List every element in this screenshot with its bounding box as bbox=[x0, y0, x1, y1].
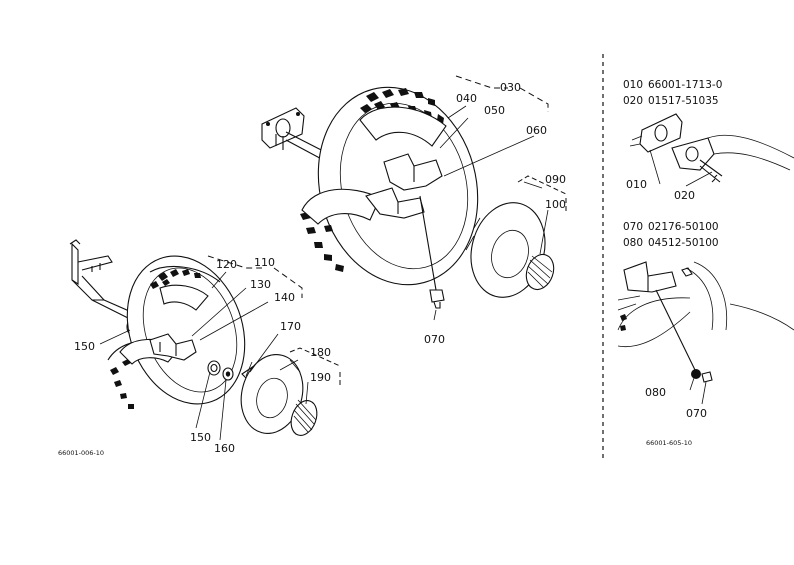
parts-ref-070: 070 bbox=[623, 221, 643, 233]
leader-lines bbox=[99, 105, 713, 441]
callout-150-right: 150 bbox=[190, 431, 211, 444]
callout-160: 160 bbox=[214, 442, 235, 455]
callout-050: 050 bbox=[484, 104, 505, 117]
drawing-code-left: 66001-006-10 bbox=[58, 449, 104, 457]
parts-number-070: 02176-50100 bbox=[648, 221, 719, 233]
parts-ref-010: 010 bbox=[623, 79, 643, 91]
parts-number-020: 01517-51035 bbox=[648, 95, 719, 107]
callout-110: 110 bbox=[254, 256, 275, 269]
callout-060: 060 bbox=[526, 124, 547, 137]
center-bolt-070 bbox=[419, 195, 445, 309]
left-cover-190 bbox=[290, 399, 318, 436]
left-bushing-150b bbox=[207, 360, 221, 376]
left-hubcap-180 bbox=[240, 354, 304, 434]
callout-120: 120 bbox=[216, 258, 237, 271]
callout-190: 190 bbox=[310, 371, 331, 384]
callout-130: 130 bbox=[250, 278, 271, 291]
callout-030: 030 bbox=[500, 81, 521, 94]
parts-ref-020: 020 bbox=[623, 95, 643, 107]
callout-labels: 030 040 050 060 090 100 070 110 120 130 … bbox=[74, 81, 707, 455]
left-washer-160 bbox=[222, 367, 234, 381]
callout-070-detail: 070 bbox=[686, 407, 707, 420]
callout-100: 100 bbox=[545, 198, 566, 211]
center-rim bbox=[365, 153, 443, 219]
callout-040: 040 bbox=[456, 92, 477, 105]
left-wheel-assembly bbox=[69, 239, 341, 436]
callout-010: 010 bbox=[626, 178, 647, 191]
detail-wheel-section bbox=[617, 261, 794, 383]
callout-150-left: 150 bbox=[74, 340, 95, 353]
callout-020: 020 bbox=[674, 189, 695, 202]
parts-number-080: 04512-50100 bbox=[648, 237, 719, 249]
detail-nut-080 bbox=[691, 369, 701, 379]
callout-180: 180 bbox=[310, 346, 331, 359]
detail-plate-assembly bbox=[629, 113, 794, 183]
drawing-code-right: 66001-605-10 bbox=[646, 439, 692, 447]
callout-080: 080 bbox=[645, 386, 666, 399]
callout-070-center: 070 bbox=[424, 333, 445, 346]
parts-list: 010 66001-1713-0 020 01517-51035 070 021… bbox=[623, 79, 722, 249]
center-cover-100 bbox=[525, 253, 555, 291]
center-wheel-assembly bbox=[261, 75, 567, 309]
parts-number-010: 66001-1713-0 bbox=[648, 79, 722, 91]
callout-090: 090 bbox=[545, 173, 566, 186]
left-rim bbox=[149, 333, 197, 361]
callout-170: 170 bbox=[280, 320, 301, 333]
parts-ref-080: 080 bbox=[623, 237, 643, 249]
callout-140: 140 bbox=[274, 291, 295, 304]
